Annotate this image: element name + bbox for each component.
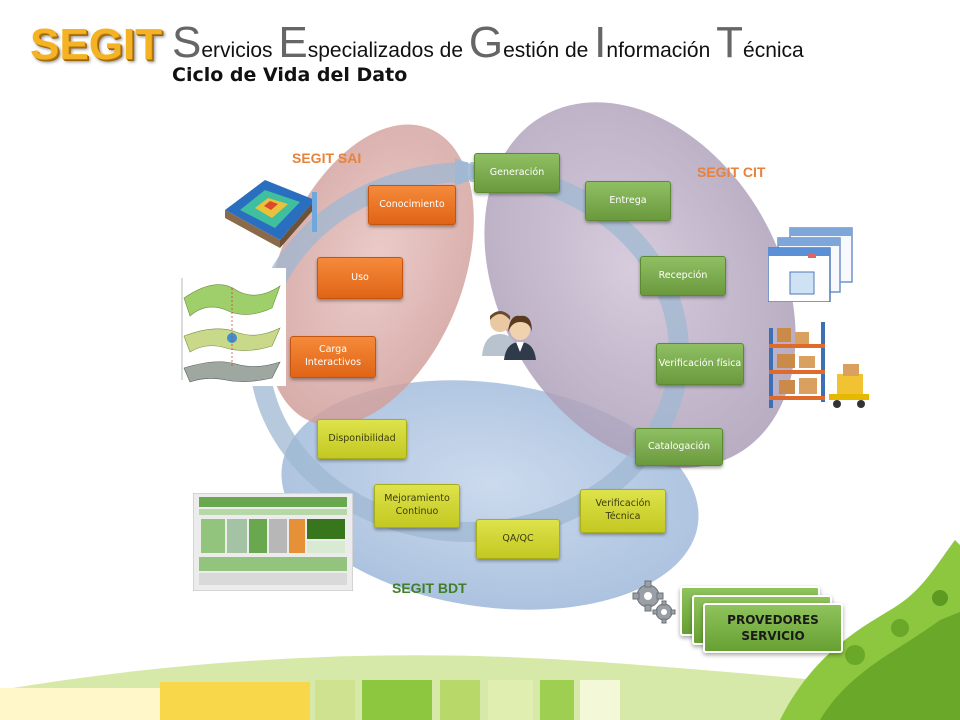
step-conocimiento[interactable]: Conocimiento xyxy=(368,185,456,225)
step-generacion[interactable]: Generación xyxy=(474,153,560,193)
title-cap-5: T xyxy=(716,18,744,67)
title-cap-4: I xyxy=(594,18,607,67)
title-cap-2: E xyxy=(278,18,308,67)
step-entrega[interactable]: Entrega xyxy=(585,181,671,221)
step-mejoramiento[interactable]: Mejoramiento Continuo xyxy=(374,484,460,528)
providers-service-card[interactable]: PROVEDORES SERVICIO xyxy=(703,603,843,653)
title-cap-3: G xyxy=(468,18,504,67)
step-recepcion[interactable]: Recepción xyxy=(640,256,726,296)
step-uso[interactable]: Uso xyxy=(317,257,403,299)
documents-icon xyxy=(768,227,853,302)
title-rest-4: nformación xyxy=(606,39,717,62)
terrain-3d-image xyxy=(225,180,317,248)
title-rest-1: ervicios xyxy=(201,39,279,62)
label-segit-sai: SEGIT SAI xyxy=(292,150,362,166)
page-subtitle: Ciclo de Vida del Dato xyxy=(172,64,408,86)
stacked-surfaces-image xyxy=(176,268,286,386)
label-segit-bdt: SEGIT BDT xyxy=(392,580,467,596)
title-rest-3: estión de xyxy=(503,39,595,62)
title-rest-2: specializados de xyxy=(307,39,469,62)
page-title: Servicios Especializados de Gestión de I… xyxy=(172,18,804,68)
title-cap-1: S xyxy=(172,18,202,67)
step-verificacion-fisica[interactable]: Verificación física xyxy=(656,343,744,385)
cycle-arrowhead xyxy=(455,158,492,186)
architecture-diagram-image xyxy=(193,493,353,591)
users-icon xyxy=(482,311,536,360)
footer-band xyxy=(0,540,960,720)
step-verificacion-tecnica[interactable]: Verificación Técnica xyxy=(580,489,666,533)
segit-logo: SEGIT xyxy=(30,20,163,69)
step-carga-interactivos[interactable]: Carga Interactivos xyxy=(290,336,376,378)
step-catalogacion[interactable]: Catalogación xyxy=(635,428,723,466)
warehouse-icon xyxy=(769,322,869,408)
step-disponibilidad[interactable]: Disponibilidad xyxy=(317,419,407,459)
label-segit-cit: SEGIT CIT xyxy=(697,164,766,180)
title-rest-5: écnica xyxy=(743,39,804,62)
step-qaqc[interactable]: QA/QC xyxy=(476,519,560,559)
gears-icon xyxy=(632,580,676,624)
